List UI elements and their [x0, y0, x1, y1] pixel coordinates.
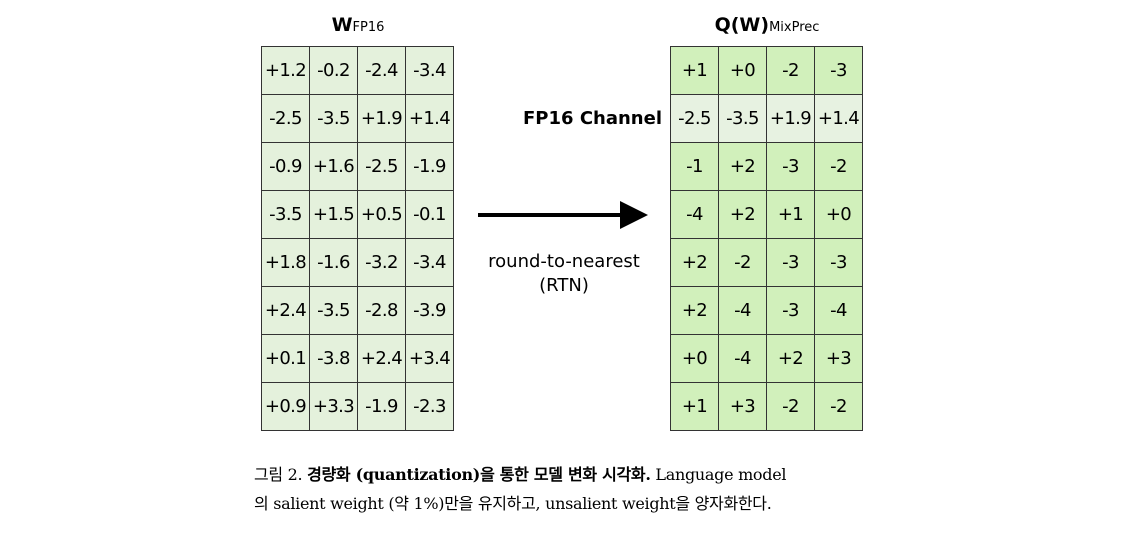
matrix-row: +1+3-2-2	[670, 382, 863, 431]
matrix-cell: +1.5	[309, 190, 358, 239]
caption-line-1: 그림 2. 경량화 (quantization)을 통한 모델 변화 시각화. …	[254, 460, 894, 489]
left-matrix-title: WFP16	[260, 12, 456, 38]
matrix-cell: -2.3	[405, 382, 454, 431]
matrix-cell: +1.9	[357, 94, 406, 143]
matrix-row: +0.1-3.8+2.4+3.4	[261, 334, 454, 383]
matrix-cell: -0.1	[405, 190, 454, 239]
matrix-cell: -2	[814, 382, 863, 431]
matrix-cell: +2	[766, 334, 815, 383]
fp16-weight-matrix: +1.2-0.2-2.4-3.4-2.5-3.5+1.9+1.4-0.9+1.6…	[261, 46, 454, 431]
caption-line-2: 의 salient weight (약 1%)만을 유지하고, unsalien…	[254, 494, 772, 513]
matrix-cell: +1.2	[261, 46, 310, 95]
matrix-cell: -2	[766, 382, 815, 431]
figure-caption: 그림 2. 경량화 (quantization)을 통한 모델 변화 시각화. …	[254, 460, 894, 518]
matrix-row: +0-4+2+3	[670, 334, 863, 383]
right-title-subscript: MixPrec	[769, 20, 820, 35]
mixprec-quantized-matrix: +1+0-2-3-2.5-3.5+1.9+1.4-1+2-3-2-4+2+1+0…	[670, 46, 863, 431]
left-title-subscript: FP16	[352, 20, 385, 35]
matrix-cell: -4	[718, 286, 767, 335]
matrix-row: -2.5-3.5+1.9+1.4	[261, 94, 454, 143]
matrix-cell: +3	[718, 382, 767, 431]
rtn-label-line2: (RTN)	[539, 275, 589, 296]
matrix-cell: -4	[814, 286, 863, 335]
caption-prefix: 그림 2.	[254, 465, 308, 484]
matrix-cell: -3.4	[405, 46, 454, 95]
matrix-cell: -2	[814, 142, 863, 191]
matrix-cell: -3.5	[718, 94, 767, 143]
caption-line1-rest: Language model	[650, 465, 787, 484]
matrix-cell: +2	[670, 238, 719, 287]
matrix-row: -3.5+1.5+0.5-0.1	[261, 190, 454, 239]
matrix-cell: -3.5	[309, 94, 358, 143]
matrix-cell: +3	[814, 334, 863, 383]
matrix-row: +1+0-2-3	[670, 46, 863, 95]
matrix-cell: +1.4	[405, 94, 454, 143]
matrix-row: -4+2+1+0	[670, 190, 863, 239]
matrix-cell: +1.6	[309, 142, 358, 191]
matrix-cell: +3.4	[405, 334, 454, 383]
matrix-cell: +0	[670, 334, 719, 383]
matrix-row: -0.9+1.6-2.5-1.9	[261, 142, 454, 191]
fp16-channel-label: FP16 Channel	[523, 108, 662, 129]
rtn-label: round-to-nearest (RTN)	[466, 250, 662, 298]
matrix-cell: +0.5	[357, 190, 406, 239]
rtn-label-line1: round-to-nearest	[488, 251, 640, 272]
matrix-cell: +0	[718, 46, 767, 95]
matrix-cell: -3.2	[357, 238, 406, 287]
matrix-cell: -3	[766, 238, 815, 287]
matrix-cell: -2.5	[261, 94, 310, 143]
matrix-cell: -3.9	[405, 286, 454, 335]
matrix-cell: -4	[670, 190, 719, 239]
matrix-cell: -3.5	[261, 190, 310, 239]
matrix-cell: -2.5	[670, 94, 719, 143]
matrix-cell: +1	[766, 190, 815, 239]
matrix-row: +2-4-3-4	[670, 286, 863, 335]
matrix-row: -1+2-3-2	[670, 142, 863, 191]
matrix-cell: -1.6	[309, 238, 358, 287]
matrix-cell: +2	[670, 286, 719, 335]
matrix-cell: +1	[670, 46, 719, 95]
arrow-icon	[478, 201, 648, 229]
matrix-cell: -4	[718, 334, 767, 383]
matrix-cell: -1.9	[405, 142, 454, 191]
matrix-cell: -1	[670, 142, 719, 191]
matrix-row: +2.4-3.5-2.8-3.9	[261, 286, 454, 335]
matrix-cell: +1.4	[814, 94, 863, 143]
matrix-row: +2-2-3-3	[670, 238, 863, 287]
matrix-row: -2.5-3.5+1.9+1.4	[670, 94, 863, 143]
matrix-cell: +0.9	[261, 382, 310, 431]
matrix-cell: +1	[670, 382, 719, 431]
matrix-cell: -2	[718, 238, 767, 287]
matrix-row: +1.8-1.6-3.2-3.4	[261, 238, 454, 287]
right-title-main: Q(W)	[714, 14, 770, 36]
matrix-cell: +2.4	[357, 334, 406, 383]
matrix-cell: +0	[814, 190, 863, 239]
matrix-cell: +2.4	[261, 286, 310, 335]
matrix-cell: -2.8	[357, 286, 406, 335]
matrix-cell: +2	[718, 190, 767, 239]
left-title-main: W	[331, 14, 353, 36]
matrix-cell: +0.1	[261, 334, 310, 383]
matrix-cell: -3	[766, 286, 815, 335]
matrix-cell: -2	[766, 46, 815, 95]
matrix-cell: -3.4	[405, 238, 454, 287]
matrix-cell: -1.9	[357, 382, 406, 431]
matrix-cell: +1.8	[261, 238, 310, 287]
matrix-row: +0.9+3.3-1.9-2.3	[261, 382, 454, 431]
matrix-cell: -3	[814, 46, 863, 95]
matrix-cell: -3.8	[309, 334, 358, 383]
caption-bold: 경량화 (quantization)을 통한 모델 변화 시각화.	[307, 465, 651, 484]
matrix-cell: -0.9	[261, 142, 310, 191]
matrix-cell: -3.5	[309, 286, 358, 335]
matrix-cell: +1.9	[766, 94, 815, 143]
matrix-row: +1.2-0.2-2.4-3.4	[261, 46, 454, 95]
matrix-cell: +2	[718, 142, 767, 191]
matrix-cell: -3	[766, 142, 815, 191]
matrix-cell: +3.3	[309, 382, 358, 431]
matrix-cell: -0.2	[309, 46, 358, 95]
matrix-cell: -2.5	[357, 142, 406, 191]
matrix-cell: -2.4	[357, 46, 406, 95]
matrix-cell: -3	[814, 238, 863, 287]
right-matrix-title: Q(W)MixPrec	[669, 12, 865, 38]
